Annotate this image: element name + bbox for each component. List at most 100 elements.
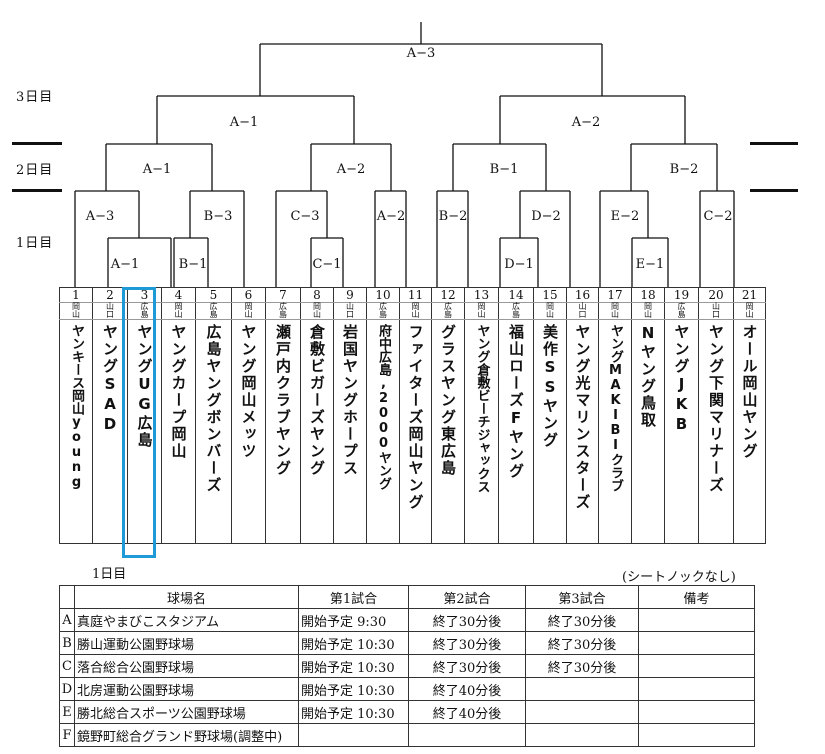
team-prefecture: 広島 xyxy=(127,302,162,320)
team-prefecture-char: 島 xyxy=(444,310,452,319)
team-prefecture-char: 口 xyxy=(106,310,114,319)
team-name-cell: ファイターズ岡山ヤング xyxy=(399,319,432,544)
team-number: 10 xyxy=(366,287,400,303)
venue-header-letter xyxy=(59,585,75,609)
team-name-cell: 府中広島,2000ヤング xyxy=(366,319,400,544)
team-prefecture-char: 山 xyxy=(174,310,183,319)
match-label-d2-1: A−1 xyxy=(142,162,172,177)
team-name-cell: 美作SSヤング xyxy=(533,319,567,544)
team-prefecture-char: 山 xyxy=(611,310,619,319)
team-name-cell: ヤングSAD xyxy=(92,319,128,544)
team-prefecture-char: 岡 xyxy=(477,302,486,311)
venue-header-g1: 第1試合 xyxy=(298,585,409,609)
team-prefecture: 岡山 xyxy=(464,302,499,320)
separator-right-top xyxy=(750,142,798,145)
team-prefecture: 岡山 xyxy=(59,302,93,320)
venue-game1: 開始予定 10:30 xyxy=(298,677,409,701)
team-number: 9 xyxy=(333,287,367,303)
venue-game1: 開始予定 10:30 xyxy=(298,654,409,678)
match-label-a3: A−3 xyxy=(85,209,115,224)
team-name: 岩国ヤングホープス xyxy=(341,324,359,477)
team-prefecture-char: 山 xyxy=(244,310,253,319)
match-label-d2-2: A−2 xyxy=(336,162,366,177)
team-prefecture-char: 山 xyxy=(477,310,486,319)
venue-game2: 終了40分後 xyxy=(408,700,526,724)
team-prefecture-row: 岡山山口広島岡山広島岡山広島岡山山口広島岡山広島岡山広島岡山山口岡山岡山広島山口… xyxy=(59,302,766,320)
team-name-cell: ヤング倉敷ビーチジャックス xyxy=(464,319,499,544)
team-name: 倉敷ビガーズヤング xyxy=(308,324,326,477)
team-name: 府中広島,2000ヤング xyxy=(376,324,391,490)
venue-letter: B xyxy=(59,631,75,655)
team-number: 11 xyxy=(399,287,432,303)
team-number: 2 xyxy=(92,287,128,303)
team-prefecture-char: 広 xyxy=(140,302,149,311)
team-prefecture-char: 岡 xyxy=(411,302,420,311)
team-name: ヤングJKB xyxy=(672,324,691,435)
team-name: ヤング岡山メッツ xyxy=(239,324,258,460)
team-prefecture-char: 広 xyxy=(677,302,686,311)
team-prefecture-char: 山 xyxy=(346,302,354,311)
match-label-final: A−3 xyxy=(406,46,436,61)
venue-note xyxy=(638,677,755,701)
team-number: 17 xyxy=(598,287,632,303)
venue-game1: 開始予定 10:30 xyxy=(298,700,409,724)
venue-name: 勝北総合スポーツ公園野球場 xyxy=(74,700,299,724)
separator-left-bottom xyxy=(12,189,62,192)
team-prefecture: 岡山 xyxy=(533,302,567,320)
venue-header-name: 球場名 xyxy=(74,585,299,609)
team-prefecture: 岡山 xyxy=(231,302,266,320)
day3-label: 3日目 xyxy=(16,90,54,105)
team-name: ヤングMAKIBIクラブ xyxy=(608,324,623,492)
venue-game1: 開始予定 10:30 xyxy=(298,631,409,655)
team-number: 16 xyxy=(566,287,599,303)
venue-letter: D xyxy=(59,677,75,701)
venue-letter: E xyxy=(59,700,75,724)
team-prefecture: 広島 xyxy=(498,302,534,320)
team-prefecture-char: 山 xyxy=(578,302,587,311)
team-name-cell: 広島ヤングボンバーズ xyxy=(195,319,232,544)
venue-game3 xyxy=(525,677,639,701)
team-number: 6 xyxy=(231,287,266,303)
team-prefecture-char: 広 xyxy=(379,302,387,311)
team-prefecture-char: 島 xyxy=(140,310,149,319)
team-prefecture: 岡山 xyxy=(300,302,334,320)
team-name: ヤンキース岡山young xyxy=(69,324,84,490)
match-label-a1: A−1 xyxy=(110,257,140,272)
venue-game2: 終了40分後 xyxy=(408,677,526,701)
team-prefecture-char: 山 xyxy=(106,302,114,311)
team-number: 4 xyxy=(161,287,196,303)
team-name: グラスヤング東広島 xyxy=(439,324,457,477)
team-prefecture: 山口 xyxy=(698,302,734,320)
team-name-cell: ヤング岡山メッツ xyxy=(231,319,266,544)
venue-note xyxy=(638,700,755,724)
venue-game3: 終了30分後 xyxy=(525,654,639,678)
team-name: ヤング下関マリナーズ xyxy=(707,324,725,494)
team-name-cell: 瀬戸内クラブヤング xyxy=(265,319,301,544)
team-prefecture-char: 岡 xyxy=(174,302,183,311)
team-number: 13 xyxy=(464,287,499,303)
team-prefecture: 広島 xyxy=(664,302,699,320)
match-label-b2: B−2 xyxy=(439,209,468,224)
match-label-c1: C−1 xyxy=(312,257,341,272)
venue-header-g2: 第2試合 xyxy=(408,585,526,609)
separator-left-top xyxy=(12,142,62,145)
team-name-cell: ヤング下関マリナーズ xyxy=(698,319,734,544)
team-prefecture-char: 島 xyxy=(209,310,218,319)
team-name-cell: ヤングUG広島 xyxy=(127,319,162,544)
team-prefecture: 岡山 xyxy=(631,302,665,320)
venue-note xyxy=(638,608,755,632)
team-prefecture: 広島 xyxy=(265,302,301,320)
team-prefecture-char: 島 xyxy=(512,310,520,319)
team-prefecture-char: 岡 xyxy=(244,302,253,311)
team-prefecture: 広島 xyxy=(366,302,400,320)
venue-game3 xyxy=(525,700,639,724)
team-prefecture-char: 島 xyxy=(379,310,387,319)
day2-label: 2日目 xyxy=(16,163,54,178)
